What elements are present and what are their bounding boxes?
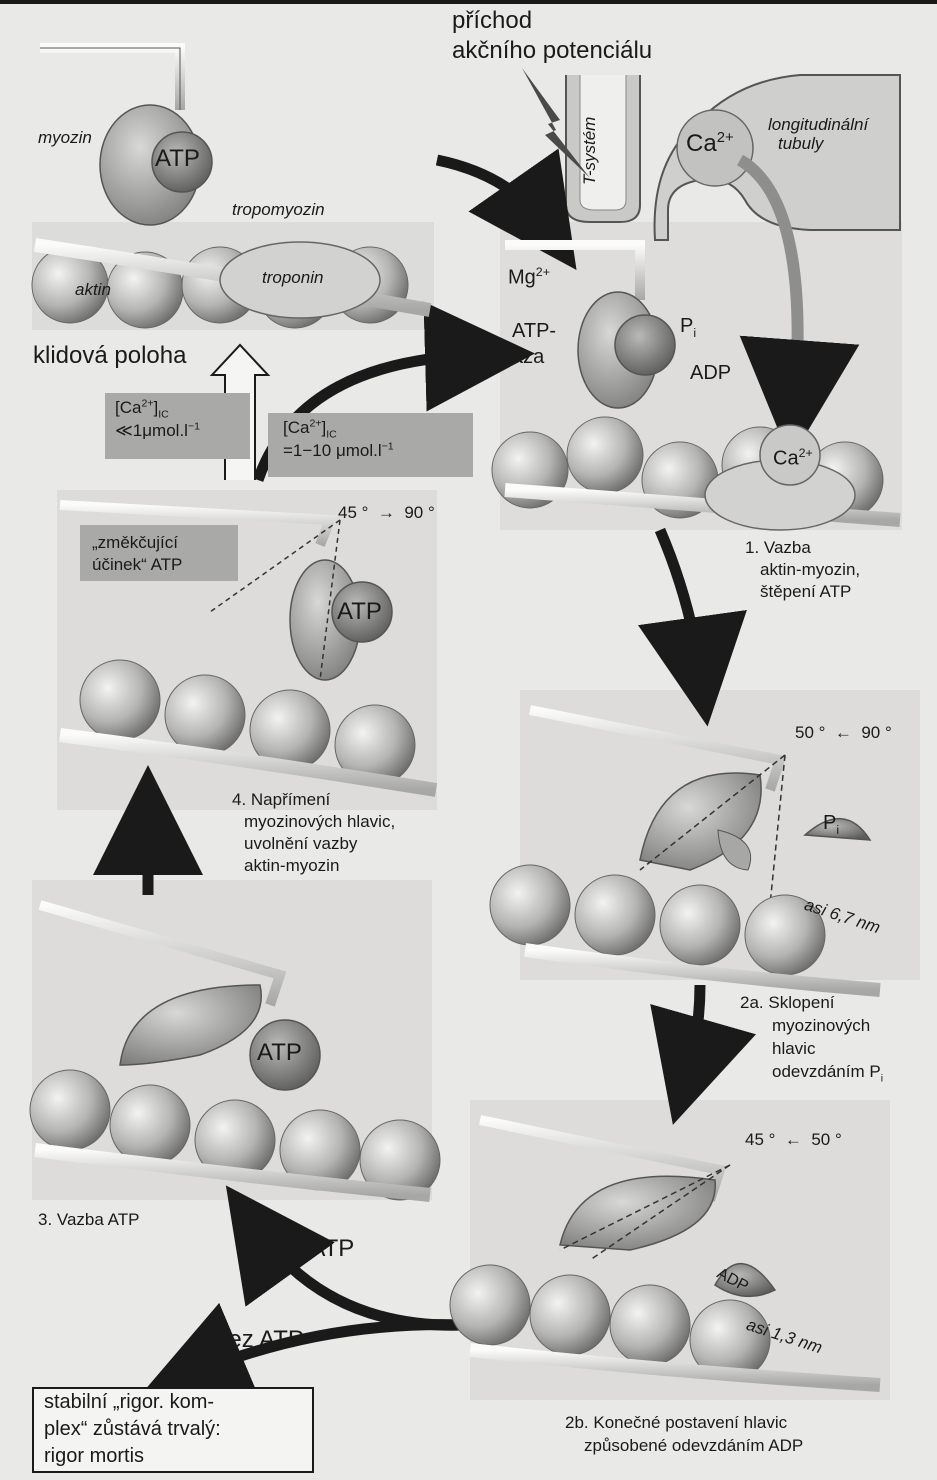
- ca-low-label: [Ca2+]IC≪1μmol.l−1: [115, 398, 200, 440]
- atpaza-label-line1: ATP-: [512, 320, 556, 342]
- tropomyozin-label: tropomyozin: [232, 200, 325, 219]
- step4-line4: aktin-myozin: [244, 856, 339, 875]
- atp-label-step3: ATP: [257, 1040, 302, 1067]
- step2b-line2: způsobené odevzdáním ADP: [584, 1436, 803, 1455]
- aktin-label: aktin: [75, 280, 111, 299]
- ca-ion-label-tubule: Ca2+: [686, 130, 734, 158]
- step2a-line1: 2a. Sklopení: [740, 993, 835, 1012]
- longitudinal-label-line1: longitudinální: [768, 115, 868, 134]
- softening-label-line2: účinek“ ATP: [92, 555, 182, 574]
- atpaza-label-line2: áza: [512, 346, 544, 368]
- step2a-line4: odevzdáním Pi: [772, 1062, 883, 1085]
- rigor-line3: rigor mortis: [44, 1445, 144, 1467]
- step1-line2: aktin-myozin,: [760, 560, 860, 579]
- atp-label-step4: ATP: [337, 599, 382, 626]
- step1-line3: štěpení ATP: [760, 582, 851, 601]
- atp-label-rest: ATP: [155, 146, 200, 173]
- troponin-label: troponin: [262, 268, 323, 287]
- softening-label-line1: „změkčující: [92, 533, 178, 552]
- step4-line3: uvolnění vazby: [244, 834, 357, 853]
- rigor-line1: stabilní „rigor. kom-: [44, 1391, 214, 1413]
- ca-ion-label-panel1: Ca2+: [773, 447, 813, 470]
- angle-label-step2b: 45 ° ← 50 °: [745, 1130, 842, 1149]
- step2b-line1: 2b. Konečné postavení hlavic: [565, 1413, 787, 1432]
- ca-high-label: [Ca2+]IC=1−10 μmol.l−1: [283, 418, 394, 460]
- longitudinal-label-line2: tubuly: [778, 134, 823, 153]
- t-system-label: T-systém: [580, 117, 599, 185]
- adp-label-panel1: ADP: [690, 362, 731, 384]
- step4-line2: myozinových hlavic,: [244, 812, 395, 831]
- step4-line1: 4. Napřímení: [232, 790, 330, 809]
- step2a-line2: myozinových: [772, 1016, 870, 1035]
- step3-label: 3. Vazba ATP: [38, 1210, 139, 1229]
- angle-label-step4: 45 ° → 90 °: [338, 503, 435, 522]
- step2a-line3: hlavic: [772, 1039, 815, 1058]
- pi-label-panel1: Pi: [680, 315, 696, 341]
- with-atp-label: s ATP: [292, 1236, 354, 1263]
- rigor-line2: plex“ zůstává trvalý:: [44, 1418, 221, 1440]
- step1-line1: 1. Vazba: [745, 538, 811, 557]
- arrival-label-line2: akčního potenciálu: [452, 38, 652, 65]
- mg-label: Mg2+: [508, 266, 550, 289]
- arrival-label-line1: příchod: [452, 8, 532, 35]
- rest-position-label: klidová poloha: [33, 343, 186, 370]
- myozin-label: myozin: [38, 128, 92, 147]
- pi-label-step2a: Pi: [823, 812, 839, 838]
- angle-label-step2a: 50 ° ← 90 °: [795, 723, 892, 742]
- without-atp-label: bez ATP: [215, 1327, 304, 1354]
